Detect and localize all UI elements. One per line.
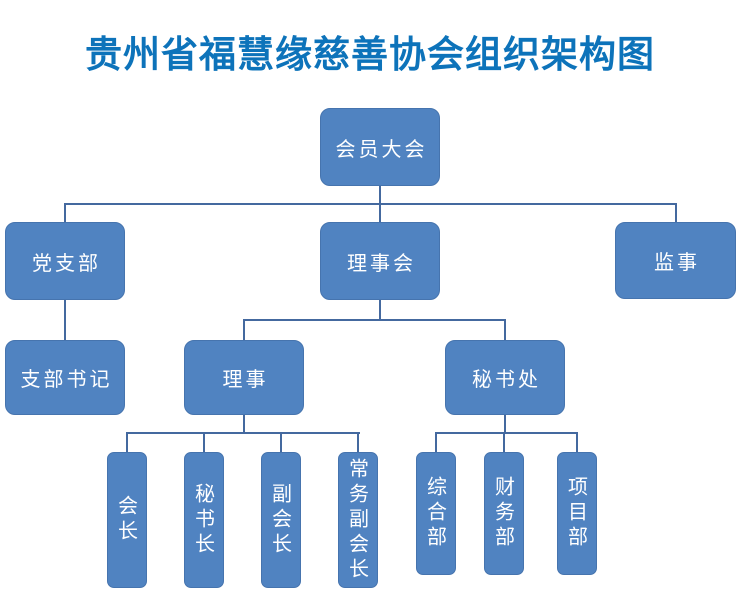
page-title: 贵州省福慧缘慈善协会组织架构图 xyxy=(85,33,655,76)
node-director: 理事 xyxy=(184,340,304,415)
node-secretariat: 秘书处 xyxy=(445,340,565,415)
connector-director-down xyxy=(243,414,245,434)
node-party-branch: 党支部 xyxy=(5,222,125,300)
connector-council-down xyxy=(379,299,381,321)
connector-departments-hline xyxy=(435,432,578,434)
connector-supervisor-up xyxy=(675,204,677,223)
node-council: 理事会 xyxy=(320,222,440,300)
connector-secgen-up xyxy=(203,433,205,453)
node-vice-president: 副会长 xyxy=(261,452,301,588)
connector-president-up xyxy=(126,433,128,453)
connector-director-up xyxy=(243,320,245,341)
connector-finance-up xyxy=(503,433,505,453)
connector-root-down xyxy=(379,186,381,205)
node-members-assembly: 会员大会 xyxy=(320,108,440,186)
node-finance-department: 财务部 xyxy=(484,452,524,575)
node-project-department: 项目部 xyxy=(557,452,597,575)
node-branch-secretary: 支部书记 xyxy=(5,340,125,415)
node-secretary-general: 秘书长 xyxy=(184,452,224,588)
node-general-department: 综合部 xyxy=(416,452,456,575)
connector-project-up xyxy=(576,433,578,453)
connector-vicepres-up xyxy=(280,433,282,453)
connector-secretariat-up xyxy=(504,320,506,341)
connector-council-up xyxy=(379,204,381,223)
connector-level2-hline xyxy=(64,203,677,205)
node-supervisor: 监事 xyxy=(615,222,736,299)
connector-secretariat-down xyxy=(504,414,506,434)
connector-general-up xyxy=(435,433,437,453)
connector-execvp-up xyxy=(357,433,359,453)
connector-party-branchsec xyxy=(64,299,66,341)
connector-officers-hline xyxy=(126,432,360,434)
connector-level3-hline xyxy=(243,319,506,321)
node-executive-vice-president: 常务副会长 xyxy=(338,452,378,588)
node-president: 会长 xyxy=(107,452,147,588)
connector-party-up xyxy=(64,204,66,223)
